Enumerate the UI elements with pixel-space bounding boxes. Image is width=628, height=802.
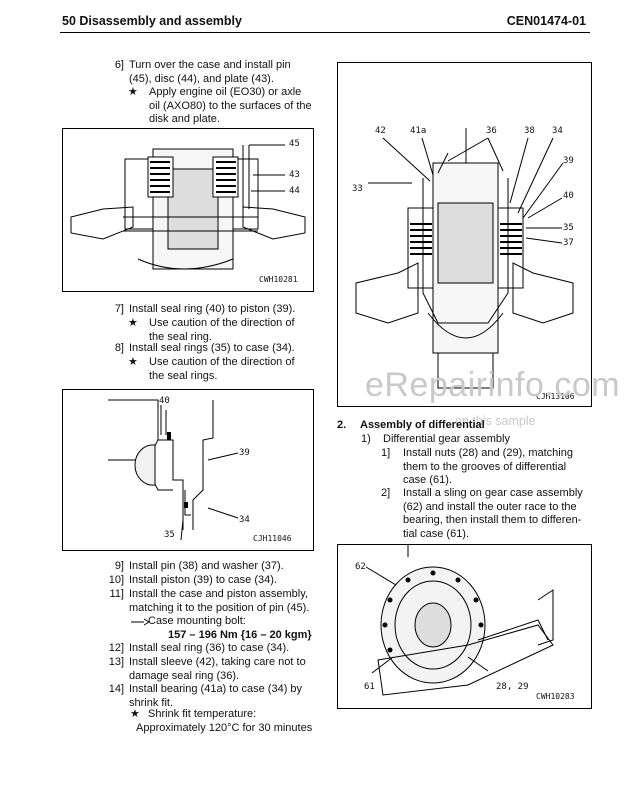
- step-number: 14]: [108, 683, 124, 695]
- callout-61: 61: [364, 682, 375, 692]
- callout-38: 38: [524, 126, 535, 136]
- callout-28-29: 28, 29: [496, 682, 529, 692]
- page-header: 50 Disassembly and assembly CEN01474-01: [60, 10, 590, 33]
- step-line: bearing, then install them to differen-: [403, 514, 582, 526]
- callout-41a: 41a: [410, 126, 427, 136]
- figure-seal-ring: 40 39 34 35 CJH11046: [62, 389, 314, 551]
- clutch-assembly-drawing: [355, 128, 574, 389]
- star-icon: ★: [128, 317, 138, 329]
- callout-37: 37: [563, 238, 574, 248]
- step-number: 8]: [114, 342, 124, 354]
- subsection-text: Differential gear assembly: [383, 433, 510, 445]
- callout-34: 34: [552, 126, 563, 136]
- step-number: 1]: [381, 447, 391, 459]
- section-title: 50 Disassembly and assembly: [62, 14, 242, 28]
- note-line: oil (AXO80) to the surfaces of the: [149, 99, 312, 112]
- heading-text: Assembly of differential: [360, 419, 485, 431]
- figure-disc-plate: 45 43 44 CWH10281: [62, 128, 314, 292]
- step-line: tial case (61).: [403, 527, 470, 540]
- step-text: Install seal ring (36) to case (34).: [129, 642, 290, 654]
- callout-40: 40: [563, 191, 574, 201]
- step-line: them to the grooves of differential: [403, 460, 567, 473]
- callout-42: 42: [375, 126, 386, 136]
- watermark: eRepairinfo.com: [365, 366, 621, 404]
- differential-case-drawing: [365, 545, 554, 696]
- step-line: (45), disc (44), and plate (43).: [129, 72, 274, 85]
- star-icon: ★: [130, 708, 140, 720]
- step-text: Install seal rings (35) to case (34).: [129, 342, 295, 354]
- step-number: 6]: [114, 59, 124, 71]
- star-icon: ★: [128, 356, 138, 368]
- step-line: Install sleeve (42), taking care not to: [129, 656, 306, 668]
- star-icon: ★: [128, 86, 138, 98]
- note-line: the seal ring.: [149, 330, 212, 343]
- torque-value: 157 – 196 Nm {16 – 20 kgm}: [168, 629, 312, 641]
- step-text: Install pin (38) and washer (37).: [129, 560, 284, 572]
- document-code: CEN01474-01: [506, 14, 586, 28]
- callout-33: 33: [352, 184, 363, 194]
- step-number: 13]: [108, 656, 124, 668]
- step-line: matching it to the position of pin (45).: [129, 601, 310, 614]
- subsection-number: 1): [361, 433, 371, 445]
- figure-code: CJH13106: [536, 392, 575, 401]
- callout-44: 44: [289, 186, 300, 196]
- callout-34: 34: [239, 515, 250, 525]
- figure-clutch-assembly: 42 41a 36 38 34 39 33 40 35 37 CJH13106: [337, 62, 592, 407]
- step-number: 10]: [108, 574, 124, 586]
- callout-62: 62: [355, 562, 366, 572]
- callout-35: 35: [563, 223, 574, 233]
- note-line: Use caution of the direction of: [149, 356, 295, 368]
- torque-label: Case mounting bolt:: [148, 615, 246, 627]
- step-line: case (61).: [403, 474, 452, 486]
- step-line: (62) and install the outer race to the: [403, 500, 577, 513]
- step-number: 7]: [114, 303, 124, 315]
- callout-36: 36: [486, 126, 497, 136]
- disc-plate-drawing: [70, 144, 306, 270]
- wrench-icon: [131, 618, 150, 626]
- shrink-label: Shrink fit temperature:: [148, 708, 257, 720]
- callout-43: 43: [289, 170, 300, 180]
- watermark-sub: on this sample: [455, 414, 536, 428]
- callout-45: 45: [289, 139, 300, 149]
- step-number: 12]: [108, 642, 124, 654]
- figure-code: CWH10283: [536, 692, 575, 701]
- step-text: Install piston (39) to case (34).: [129, 574, 277, 586]
- figure-code: CJH11046: [253, 534, 292, 543]
- step-number: 11]: [109, 588, 124, 600]
- note-line: the seal rings.: [149, 369, 218, 382]
- callout-40: 40: [159, 396, 170, 406]
- step-number: 2]: [381, 487, 391, 499]
- step-line: shrink fit.: [129, 696, 174, 709]
- figure-differential-case: 62 61 28, 29 CWH10283: [337, 544, 592, 709]
- note-line: Use caution of the direction of: [149, 317, 295, 329]
- shrink-value: Approximately 120°C for 30 minutes: [136, 722, 313, 734]
- callout-39: 39: [563, 156, 574, 166]
- step-line: Install bearing (41a) to case (34) by: [129, 683, 303, 695]
- seal-ring-drawing: [108, 399, 239, 541]
- step-line: damage seal ring (36).: [129, 669, 240, 682]
- figure-code: CWH10281: [259, 275, 298, 284]
- step-line: Install nuts (28) and (29), matching: [403, 447, 573, 459]
- note-line: Apply engine oil (EO30) or axle: [149, 86, 302, 98]
- step-number: 9]: [114, 560, 124, 572]
- step-line: Install a sling on gear case assembly: [403, 487, 583, 499]
- step-line: Turn over the case and install pin: [129, 59, 291, 71]
- callout-35: 35: [164, 530, 175, 540]
- note-line: disk and plate.: [149, 113, 220, 125]
- callout-39: 39: [239, 448, 250, 458]
- heading-number: 2.: [337, 419, 347, 431]
- step-text: Install seal ring (40) to piston (39).: [129, 303, 296, 315]
- step-line: Install the case and piston assembly,: [129, 588, 308, 600]
